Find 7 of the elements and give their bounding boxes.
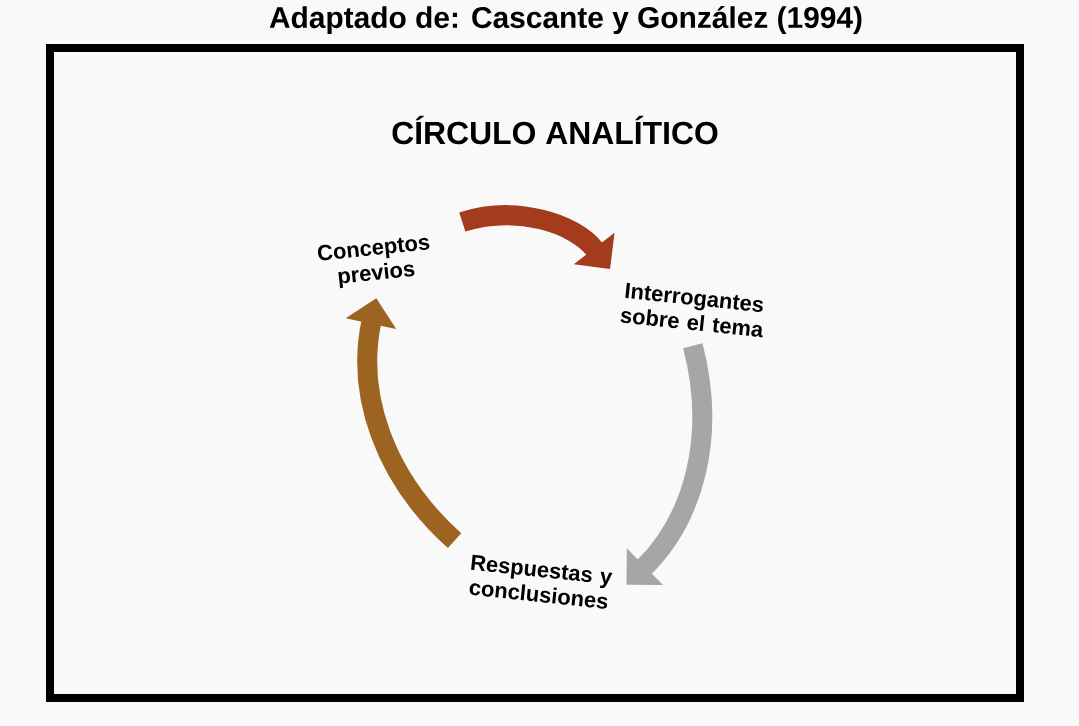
cycle-label: Respuestas y conclusiones bbox=[469, 554, 613, 609]
cycle-label: Conceptos previos bbox=[318, 237, 430, 289]
source-caption: Adaptado de: Cascante y González (1994) bbox=[269, 5, 862, 35]
curved-arrow bbox=[626, 343, 713, 585]
diagram-title: CÍRCULO ANALÍTICO bbox=[392, 115, 718, 145]
cycle-label: Interrogantes sobre el tema bbox=[620, 282, 763, 338]
curved-arrow bbox=[459, 205, 615, 269]
